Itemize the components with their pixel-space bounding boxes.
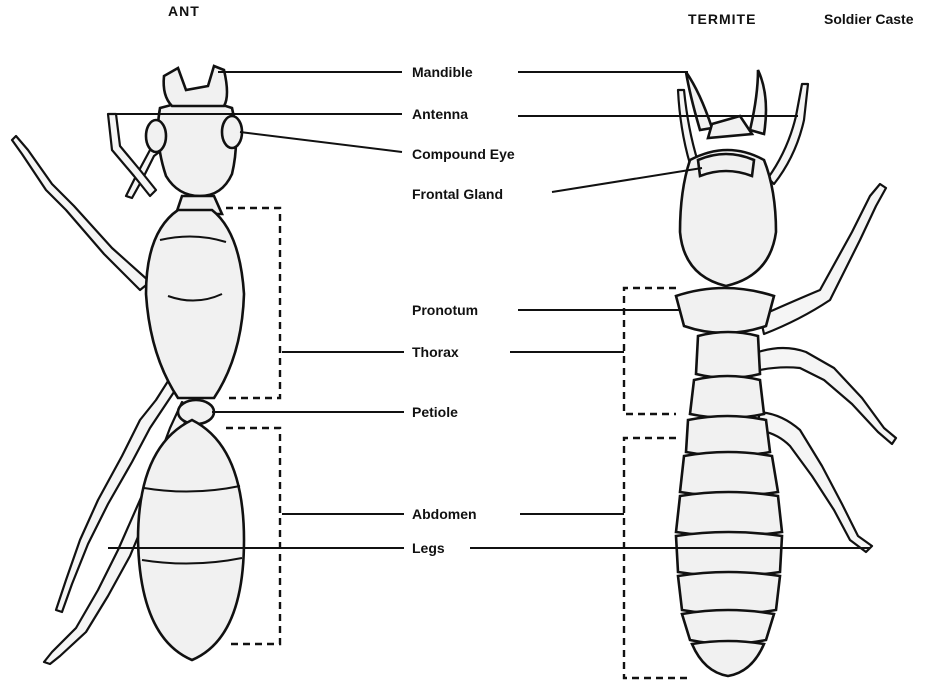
label-mandible: Mandible — [412, 64, 473, 80]
termite-caste-label: Soldier Caste — [824, 11, 914, 27]
label-pronotum: Pronotum — [412, 302, 478, 318]
termite-mandible-left — [686, 72, 712, 130]
termite-metathorax — [690, 376, 764, 418]
label-legs: Legs — [412, 540, 445, 556]
label-compound-eye: Compound Eye — [412, 146, 515, 162]
label-frontal-gland: Frontal Gland — [412, 186, 503, 202]
termite-antenna-right — [768, 84, 808, 184]
termite-title: TERMITE — [688, 11, 756, 27]
label-petiole: Petiole — [412, 404, 458, 420]
termite-labrum — [708, 116, 752, 138]
ant-abdomen — [138, 420, 244, 660]
ant-mandibles — [164, 66, 227, 106]
termite-abdomen — [676, 416, 782, 676]
ant-petiole — [178, 400, 214, 424]
label-antenna: Antenna — [412, 106, 468, 122]
part-labels: Mandible Antenna Compound Eye Frontal Gl… — [412, 64, 515, 556]
termite-mandible-right — [750, 70, 766, 134]
ant-head — [158, 102, 236, 196]
ant-eye-left — [146, 120, 166, 152]
ant-eye-right — [222, 116, 242, 148]
termite-mesothorax — [696, 332, 760, 378]
label-abdomen: Abdomen — [412, 506, 477, 522]
ant-title: ANT — [168, 3, 200, 19]
ant-thorax — [146, 210, 244, 398]
ant-figure — [12, 66, 244, 664]
termite-pronotum — [676, 288, 774, 333]
brackets — [226, 208, 690, 678]
termite-thorax-bracket — [624, 288, 676, 414]
termite-figure — [676, 70, 896, 676]
label-thorax: Thorax — [412, 344, 459, 360]
